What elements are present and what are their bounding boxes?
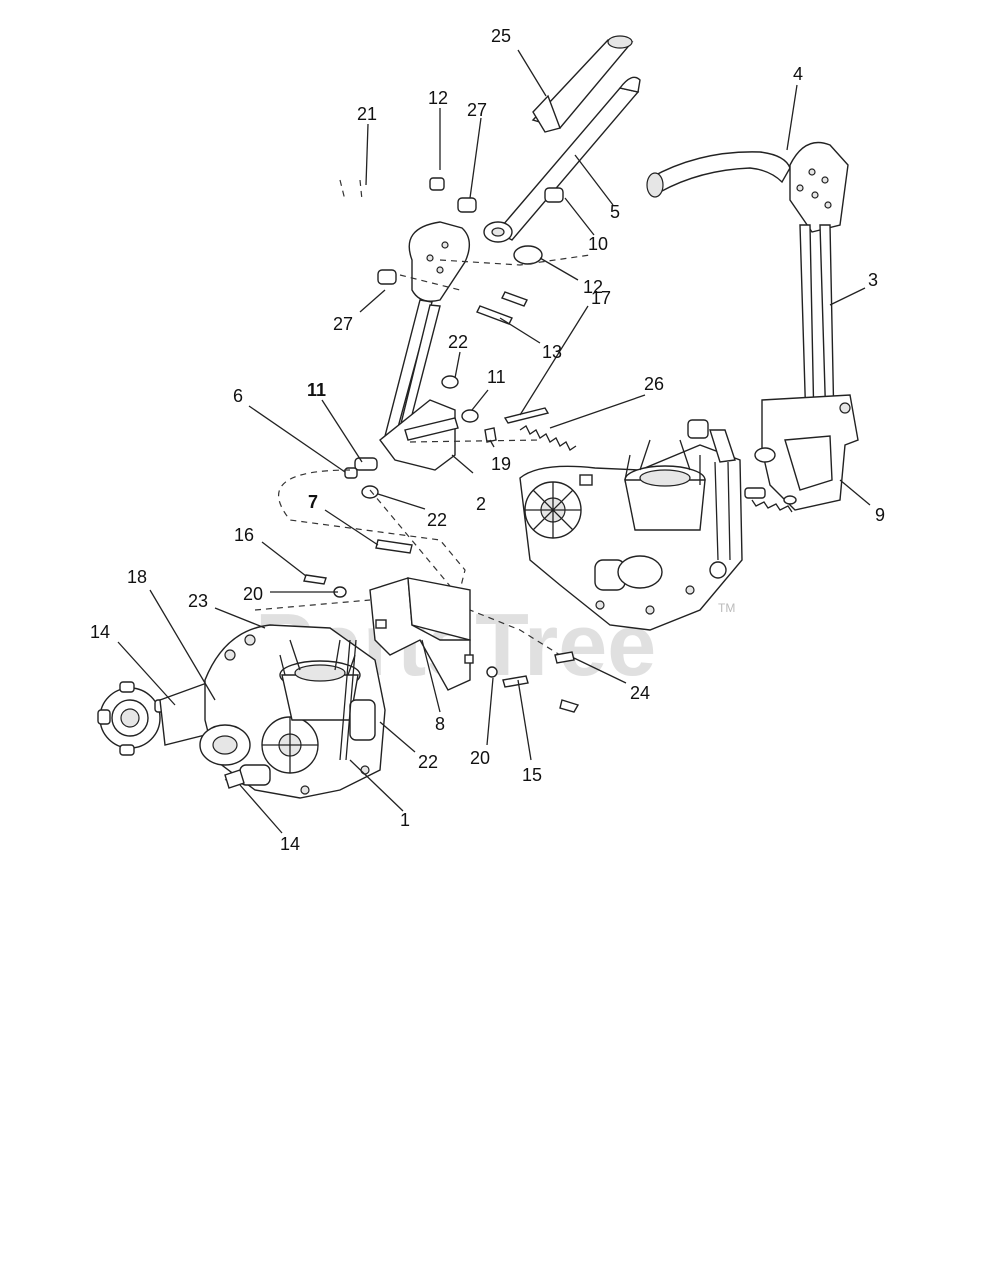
callout-19: 19 [491,454,511,474]
right-transaxle [519,419,743,631]
callout-22: 22 [427,510,447,530]
callout-20: 20 [243,584,263,604]
callout-22: 22 [448,332,468,352]
callout-6: 6 [233,386,243,406]
watermark-trademark: TM [718,601,735,615]
callout-14: 14 [280,834,300,854]
callout-3: 3 [868,270,878,290]
callout-10: 10 [588,234,608,254]
callout-12: 12 [583,277,603,297]
callout-21: 21 [357,104,377,124]
leader-lines [117,49,871,834]
callout-24: 24 [630,683,650,703]
right-control-lever [503,141,859,513]
callout-4: 4 [793,64,803,84]
callout-7: 7 [308,492,318,512]
callout-1: 1 [400,810,410,830]
callout-18: 18 [127,567,147,587]
center-bracket [303,539,580,713]
callout-labels: 25 4 12 27 21 5 10 12 3 27 13 22 11 11 6… [90,26,885,854]
callout-23: 23 [188,591,208,611]
callout-16: 16 [234,525,254,545]
callout-27: 27 [333,314,353,334]
callout-27: 27 [467,100,487,120]
callout-11: 11 [307,380,326,400]
left-control-lever [344,35,641,499]
callout-9: 9 [875,505,885,525]
callout-26: 26 [644,374,664,394]
callout-14: 14 [90,622,110,642]
callout-20: 20 [470,748,490,768]
callout-15: 15 [522,765,542,785]
callout-22: 22 [418,752,438,772]
callout-11: 11 [487,367,506,387]
callout-13: 13 [542,342,562,362]
left-transaxle [97,624,386,799]
callout-5: 5 [610,202,620,222]
callout-12: 12 [428,88,448,108]
callout-25: 25 [491,26,511,46]
callout-17: 17 [591,288,611,308]
callout-8: 8 [435,714,445,734]
callout-2: 2 [476,494,486,514]
